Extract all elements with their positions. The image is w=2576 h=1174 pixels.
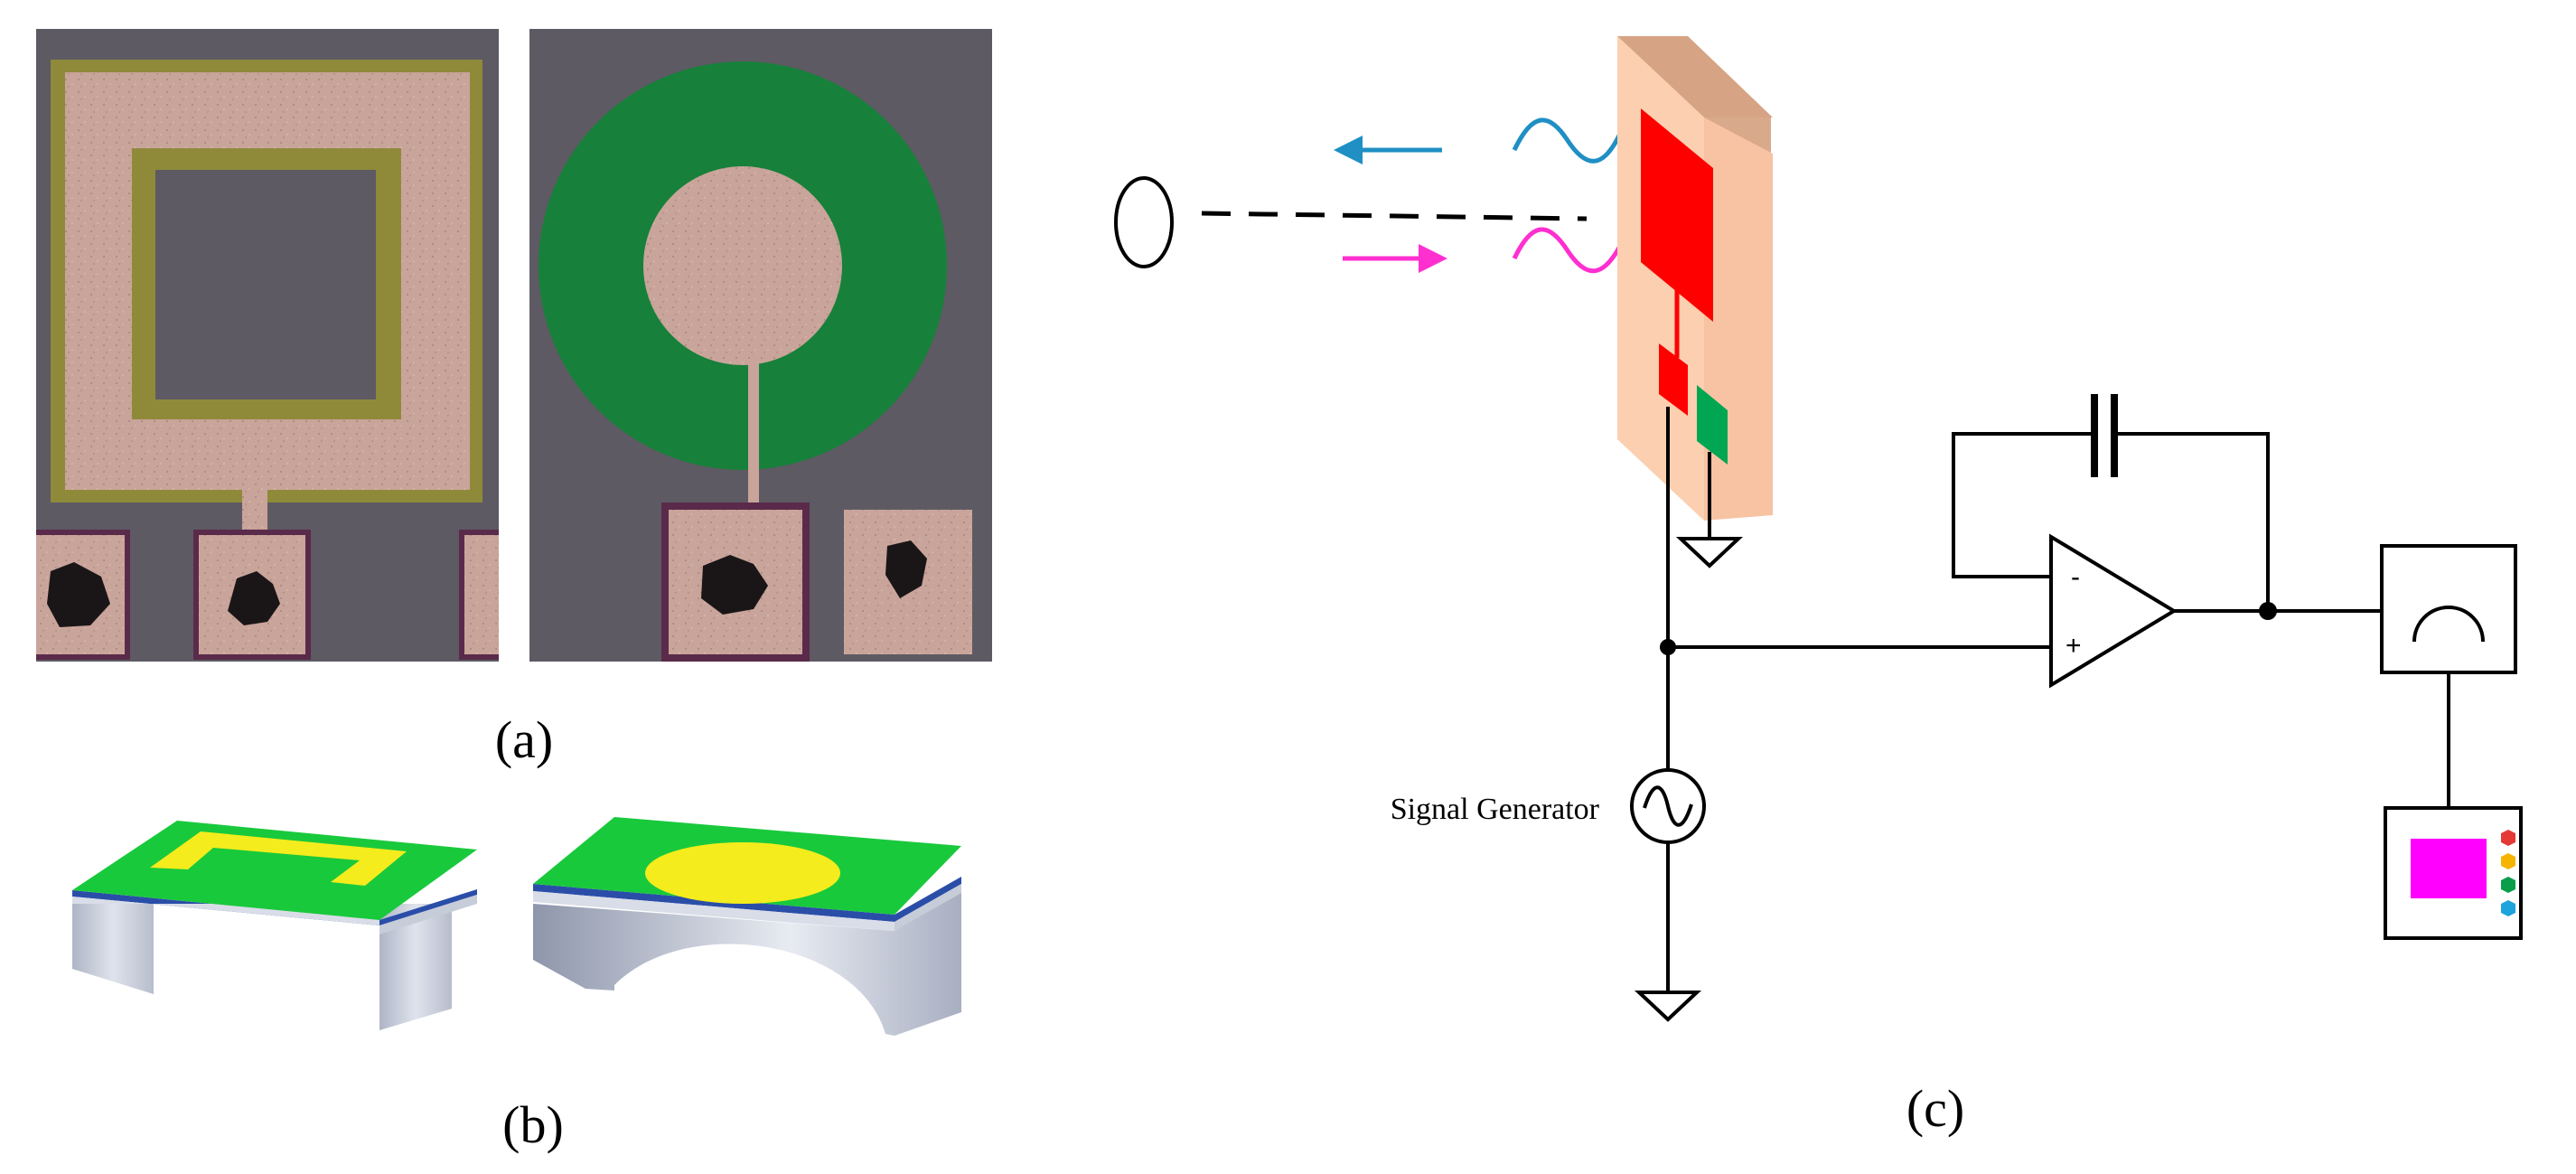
membrane-model-square [72, 821, 477, 1030]
oscilloscope-knob-red [2501, 830, 2515, 846]
junction-dot-left [1660, 639, 1676, 655]
sensor-pad-green [1697, 385, 1728, 465]
wire-feedback-right [2114, 432, 2270, 611]
person-eye-icon [1114, 176, 1174, 268]
incident-wave-arrow [1343, 244, 1447, 273]
membrane-model-circular [533, 817, 961, 1036]
sensor-pad-red [1659, 343, 1688, 416]
line-of-sight [1201, 211, 1588, 221]
op-amp-icon [2049, 533, 2178, 689]
oscilloscope-knob-yellow [2501, 853, 2515, 869]
sine-symbol [1643, 785, 1693, 827]
oscilloscope-knob-green [2501, 877, 2515, 893]
junction-dot-right [2259, 602, 2277, 620]
oscilloscope-knob-blue [2501, 900, 2515, 916]
micrograph-circular-sensor [529, 29, 992, 662]
opamp-plus-label: + [2065, 631, 2082, 661]
meter-dial [2412, 606, 2485, 643]
sensor-electrode-red [1641, 108, 1713, 322]
micrograph-square-sensor [36, 29, 499, 662]
capacitor-icon [2091, 394, 2118, 477]
ground-icon [1634, 991, 1702, 1022]
caption-b: (b) [502, 1095, 564, 1154]
wire-feedback-left [1952, 432, 2094, 578]
reflected-wave-arrow [1334, 136, 1442, 164]
oscilloscope-screen [2411, 839, 2487, 898]
caption-c: (c) [1906, 1079, 1964, 1138]
caption-a: (a) [495, 710, 553, 769]
ground-icon [1675, 537, 1744, 568]
signal-generator-label: Signal Generator [1391, 793, 1600, 826]
opamp-minus-label: - [2071, 562, 2080, 592]
